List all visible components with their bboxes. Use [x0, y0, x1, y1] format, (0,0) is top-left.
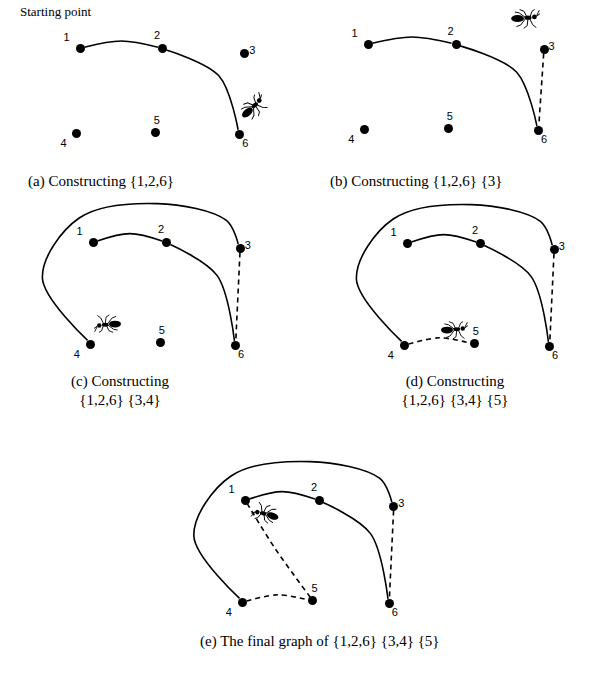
panel-caption: (c) Constructing {1,2,6} {3,4} — [50, 372, 190, 410]
solid-edge — [460, 46, 537, 126]
ant-icon — [441, 322, 468, 339]
graph-vertex: 5 — [308, 596, 317, 605]
ant-icon — [237, 91, 271, 124]
graph-vertex: 5 — [151, 128, 160, 137]
solid-edge — [166, 50, 238, 130]
dashed-edge — [550, 253, 554, 341]
dashed-edge — [247, 504, 310, 597]
solid-edge — [84, 41, 158, 47]
solid-edge — [42, 203, 238, 340]
graph-vertex: 4 — [238, 598, 247, 607]
vertex-number: 5 — [159, 324, 165, 337]
vertex-number: 6 — [552, 349, 558, 362]
graph-vertex: 4 — [400, 341, 409, 350]
solid-edge — [356, 204, 552, 341]
graph-vertex: 3 — [236, 244, 245, 253]
vertex-number: 2 — [472, 224, 478, 237]
dashed-edge — [247, 595, 309, 601]
dashed-edge — [409, 338, 470, 344]
vertex-number: 1 — [64, 31, 70, 44]
vertex-number: 6 — [242, 137, 248, 150]
graph-vertex: 6 — [231, 341, 240, 350]
vertex-number: 2 — [158, 223, 164, 236]
solid-edge — [194, 461, 392, 598]
solid-edge — [484, 245, 548, 341]
graph-vertex: 4 — [360, 125, 369, 134]
vertex-number: 5 — [447, 110, 453, 123]
graph-vertex: 1 — [76, 44, 85, 53]
ant-icon — [94, 315, 121, 332]
graph-vertex: 4 — [86, 340, 95, 349]
graph-vertex: 1 — [241, 496, 250, 505]
graph-vertex: 6 — [385, 599, 394, 608]
graph-vertex: 5 — [444, 124, 453, 133]
solid-edge — [323, 502, 388, 598]
vertex-number: 5 — [311, 582, 317, 595]
graph-vertex: 1 — [364, 40, 373, 49]
dashed-edge — [539, 53, 544, 125]
panel-caption: (d) Constructing {1,2,6} {3,4} {5} — [385, 372, 525, 410]
solid-edge — [411, 235, 476, 242]
vertex-number: 1 — [229, 483, 235, 496]
graph-vertex: 5 — [156, 338, 165, 347]
vertex-number: 6 — [541, 133, 547, 146]
graph-vertex: 2 — [315, 496, 324, 505]
vertex-number: 3 — [245, 239, 251, 252]
vertex-number: 4 — [60, 137, 66, 150]
graph-vertex: 3 — [389, 502, 398, 511]
vertex-number: 6 — [392, 606, 398, 619]
vertex-number: 5 — [473, 325, 479, 338]
graph-vertex: 2 — [476, 239, 485, 248]
vertex-number: 4 — [226, 606, 232, 619]
graph-vertex: 3 — [240, 49, 249, 58]
start-note: Starting point — [20, 2, 91, 21]
graph-vertex: 2 — [452, 40, 461, 49]
panel-caption: (b) Constructing {1,2,6} {3} — [330, 172, 503, 191]
panel-caption: (e) The final graph of {1,2,6} {3,4} {5} — [200, 632, 440, 651]
vertex-number: 3 — [398, 497, 404, 510]
graph-vertex: 5 — [470, 339, 479, 348]
graph-vertex: 2 — [158, 44, 167, 53]
graph-vertex: 6 — [545, 342, 554, 351]
graph-vertex: 4 — [72, 129, 81, 138]
graph-vertex: 6 — [235, 130, 244, 139]
vertex-number: 5 — [154, 114, 160, 127]
vertex-number: 4 — [74, 348, 80, 361]
vertex-number: 1 — [391, 226, 397, 239]
graph-vertex: 3 — [540, 45, 549, 54]
solid-edge — [170, 244, 234, 340]
solid-edge — [97, 234, 162, 241]
vertex-number: 1 — [77, 225, 83, 238]
vertex-number: 6 — [238, 348, 244, 361]
vertex-number: 2 — [311, 481, 317, 494]
graph-vertex: 3 — [550, 245, 559, 254]
vertex-number: 2 — [154, 29, 160, 42]
graph-vertex: 6 — [534, 126, 543, 135]
vertex-number: 3 — [249, 44, 255, 57]
ant-icon — [250, 500, 281, 525]
graph-vertex: 1 — [403, 239, 412, 248]
vertex-number: 2 — [448, 25, 454, 38]
vertex-number: 4 — [348, 133, 354, 146]
vertex-number: 4 — [388, 349, 394, 362]
vertex-number: 1 — [352, 27, 358, 40]
dashed-edge — [389, 510, 393, 598]
vertex-number: 3 — [559, 240, 565, 253]
vertex-number: 3 — [549, 40, 555, 53]
graph-vertex: 2 — [162, 238, 171, 247]
solid-edge — [249, 492, 315, 499]
graph-vertex: 1 — [89, 238, 98, 247]
solid-edge — [372, 37, 451, 43]
dashed-edge — [236, 252, 240, 340]
panel-caption: (a) Constructing {1,2,6} — [28, 172, 174, 191]
ant-icon — [511, 10, 540, 28]
